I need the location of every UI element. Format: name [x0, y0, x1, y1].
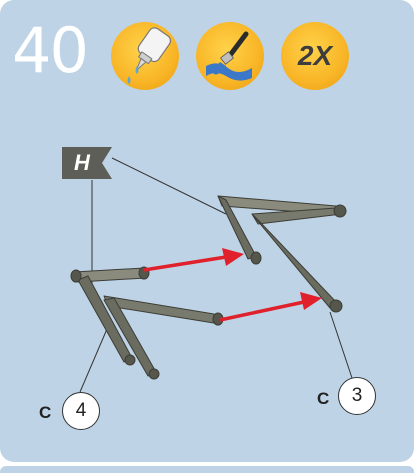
quantity-badge: 2X: [281, 22, 349, 90]
part-callout-3: 3: [338, 377, 376, 415]
leader-line-part-3: [329, 311, 353, 379]
assembly-diagram: [70, 157, 353, 393]
leader-line-flag-right: [111, 157, 227, 215]
leader-line-part-4: [79, 321, 111, 393]
next-panel-edge: [0, 466, 414, 473]
assembly-arrow-lower: [219, 292, 322, 322]
part-c3: [217, 195, 347, 313]
part-letter-4: C: [39, 403, 52, 422]
step-number: 40: [12, 14, 89, 87]
flag-label: H: [74, 150, 90, 175]
part-letter-3: C: [317, 389, 330, 408]
paintbrush-icon: [206, 31, 252, 81]
part-callout-4: 4: [62, 392, 100, 430]
glue-bottle-icon: [127, 27, 172, 84]
assembly-arrow-upper: [143, 248, 244, 272]
part-c4: [70, 266, 224, 380]
paint-badge: [196, 22, 264, 90]
flag-icon: [62, 147, 112, 179]
instruction-step-panel: 40 2X: [0, 0, 414, 462]
glue-badge: [111, 22, 179, 90]
quantity-label: 2X: [297, 40, 333, 71]
